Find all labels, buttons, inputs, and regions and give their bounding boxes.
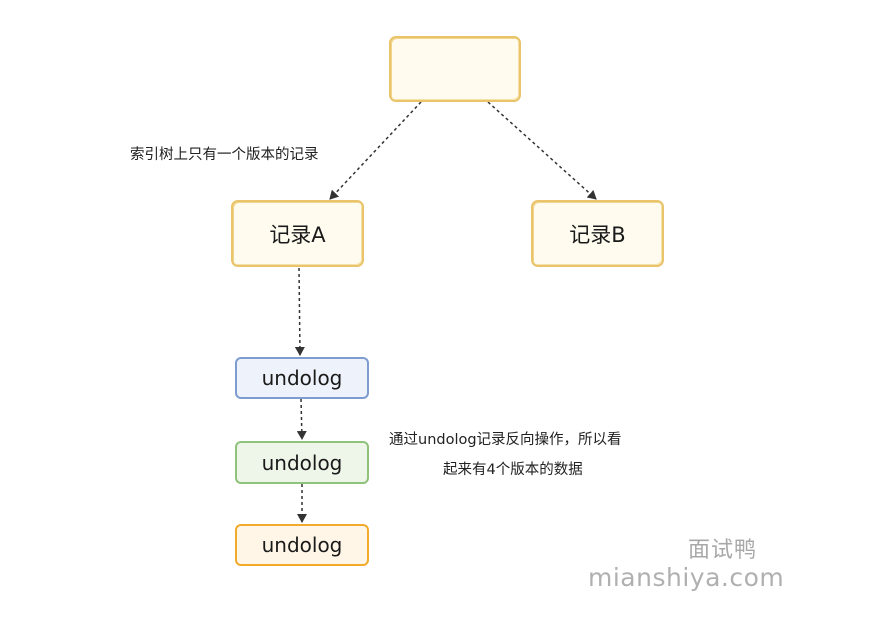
note-reverse-operation-line-2: 起来有4个版本的数据 <box>443 462 583 478</box>
undolog-node-3: undolog <box>235 524 369 566</box>
undolog-node-2: undolog <box>235 441 369 484</box>
note-reverse-operation-line-1: 通过undolog记录反向操作，所以看 <box>389 432 622 448</box>
root-node <box>389 36 521 102</box>
record-b-label: 记录B <box>569 222 626 247</box>
record-b-node: 记录B <box>531 200 664 267</box>
undolog-3-label: undolog <box>261 533 343 557</box>
record-a-label: 记录A <box>269 222 326 247</box>
undolog-node-1: undolog <box>235 357 369 399</box>
undolog-2-label: undolog <box>261 450 343 475</box>
watermark-url: mianshiya.com <box>588 563 785 592</box>
arrow-root-to-record-b <box>487 101 597 200</box>
watermark-chinese: 面试鸭 <box>688 538 758 563</box>
arrow-record-a-to-undolog-1 <box>294 267 305 356</box>
arrow-root-to-record-a <box>329 101 422 200</box>
note-single-version: 索引树上只有一个版本的记录 <box>130 147 319 163</box>
arrow-undolog-1-to-undolog-2 <box>296 398 307 440</box>
undolog-1-label: undolog <box>261 366 343 390</box>
record-a-node: 记录A <box>231 200 364 267</box>
